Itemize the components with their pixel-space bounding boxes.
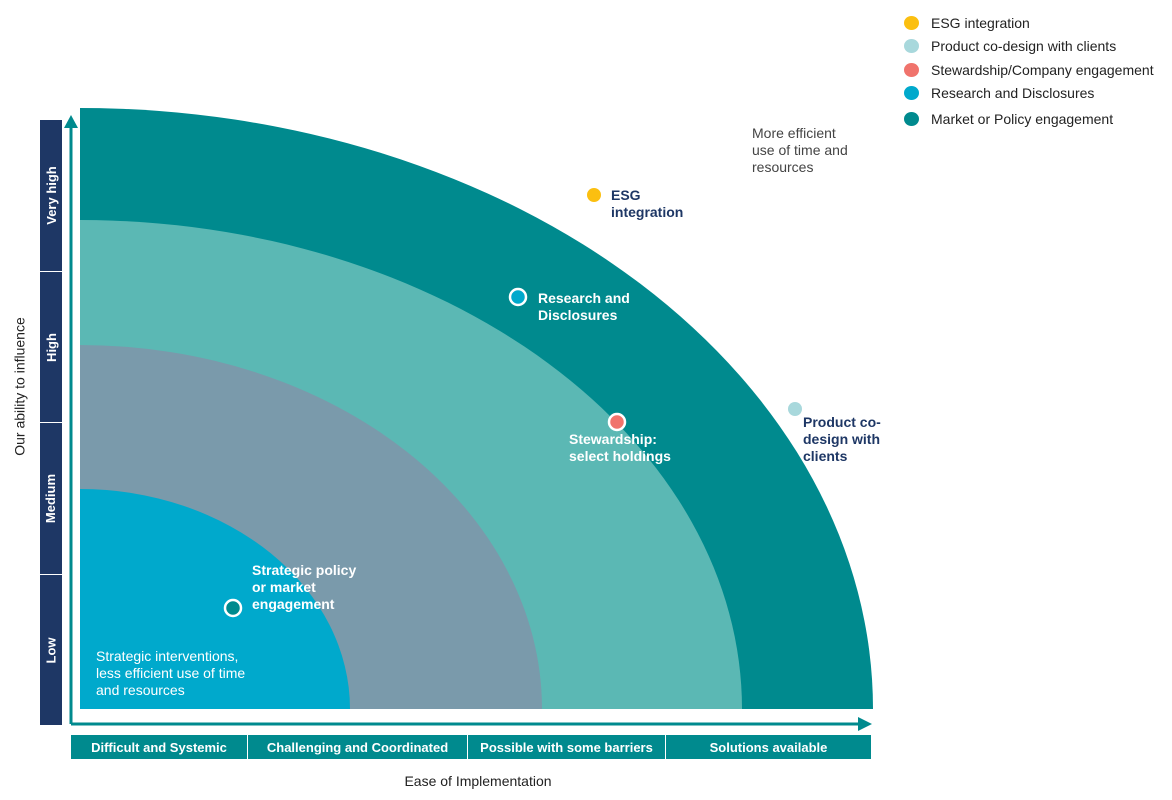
legend-dot-icon	[904, 86, 919, 100]
legend-dot-icon	[904, 39, 919, 53]
y-axis-title: Our ability to influence	[11, 317, 28, 456]
label-stewardship: Stewardship: select holdings	[569, 431, 671, 464]
y-level-medium: Medium	[40, 423, 62, 575]
label-research: Research and Disclosures	[538, 290, 630, 323]
legend-item: Product co-design with clients	[904, 38, 1116, 54]
x-level-challenging: Challenging and Coordinated	[248, 735, 468, 759]
legend-dot-icon	[904, 16, 919, 30]
y-level-low: Low	[40, 575, 62, 726]
label-product: Product co-design with clients	[803, 414, 881, 464]
x-level-solutions: Solutions available	[666, 735, 871, 759]
legend-item: Market or Policy engagement	[904, 111, 1113, 127]
label-strategic: Strategic policy or market engagement	[252, 562, 357, 612]
point-esg	[587, 188, 601, 202]
point-research	[508, 287, 528, 307]
legend-item: Research and Disclosures	[904, 85, 1094, 101]
y-level-very-high: Very high	[40, 120, 62, 272]
point-strategic	[223, 598, 243, 618]
y-level-high: High	[40, 272, 62, 423]
x-level-difficult: Difficult and Systemic	[71, 735, 248, 759]
band-low	[80, 489, 350, 709]
legend-item: Stewardship/Company engagement	[904, 62, 1154, 78]
annotation-strategic: Strategic interventions, less efficient …	[96, 648, 246, 698]
legend-dot-icon	[904, 63, 919, 77]
x-arrow-icon	[858, 717, 872, 731]
point-product	[788, 402, 802, 416]
label-esg: ESG integration	[611, 187, 684, 220]
legend-item: ESG integration	[904, 15, 1030, 31]
x-axis-title: Ease of Implementation	[404, 773, 552, 789]
point-stewardship	[607, 412, 627, 432]
y-arrow-icon	[64, 115, 78, 128]
x-level-possible: Possible with some barriers	[468, 735, 666, 759]
annotation-efficient: More efficient use of time and resources	[752, 125, 848, 175]
legend-dot-icon	[904, 112, 919, 126]
axis-lines	[69, 125, 860, 726]
